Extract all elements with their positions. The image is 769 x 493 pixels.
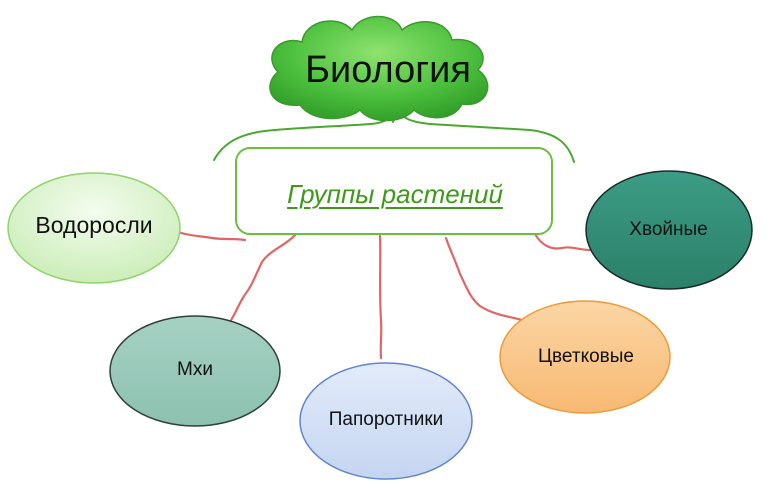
connector-cvetkovye bbox=[446, 238, 522, 320]
node-vodorosli-label: Водоросли bbox=[8, 205, 180, 245]
node-cvetkovye-label: Цветковые bbox=[500, 337, 672, 377]
connector-paporotniki bbox=[380, 236, 381, 358]
node-hvoynye-label: Хвойные bbox=[586, 210, 751, 250]
connector-hvoynye bbox=[535, 234, 590, 250]
node-paporotniki-label: Папоротники bbox=[300, 400, 472, 440]
connector-mhi bbox=[230, 235, 295, 322]
node-mhi-label: Мхи bbox=[110, 350, 280, 390]
title-text: Биология bbox=[283, 40, 493, 100]
center-text: Группы растений bbox=[236, 168, 554, 220]
connector-vodorosli bbox=[178, 232, 245, 240]
